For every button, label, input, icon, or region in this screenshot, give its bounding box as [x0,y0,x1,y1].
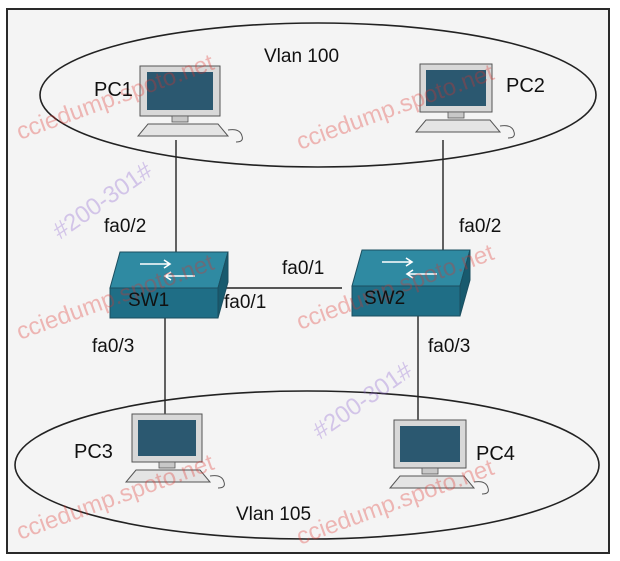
pc3-icon [124,413,225,489]
sw2-label: SW2 [364,288,405,309]
port-label-sw1-down: fa0/3 [92,336,134,357]
vlan-105-label: Vlan 105 [236,504,311,525]
port-label-sw2-trunk: fa0/1 [282,258,324,279]
pc3-label: PC3 [74,441,113,463]
vlan-105-ellipse [14,390,600,540]
pc2-label: PC2 [506,75,545,97]
vlan-100-label: Vlan 100 [264,46,339,67]
diagram-frame [6,8,610,554]
vlan-100-ellipse [39,22,597,168]
sw2-icon [351,249,471,317]
port-label-sw2-down: fa0/3 [428,336,470,357]
pc2-icon [414,63,515,139]
pc1-icon [136,65,243,143]
port-label-pc2: fa0/2 [459,216,501,237]
sw1-label: SW1 [128,290,169,311]
pc1-label: PC1 [94,79,133,101]
pc4-label: PC4 [476,443,515,465]
port-label-pc1: fa0/2 [104,216,146,237]
port-label-sw1-trunk: fa0/1 [224,292,266,313]
sw1-icon [109,251,229,319]
pc4-icon [388,419,489,495]
